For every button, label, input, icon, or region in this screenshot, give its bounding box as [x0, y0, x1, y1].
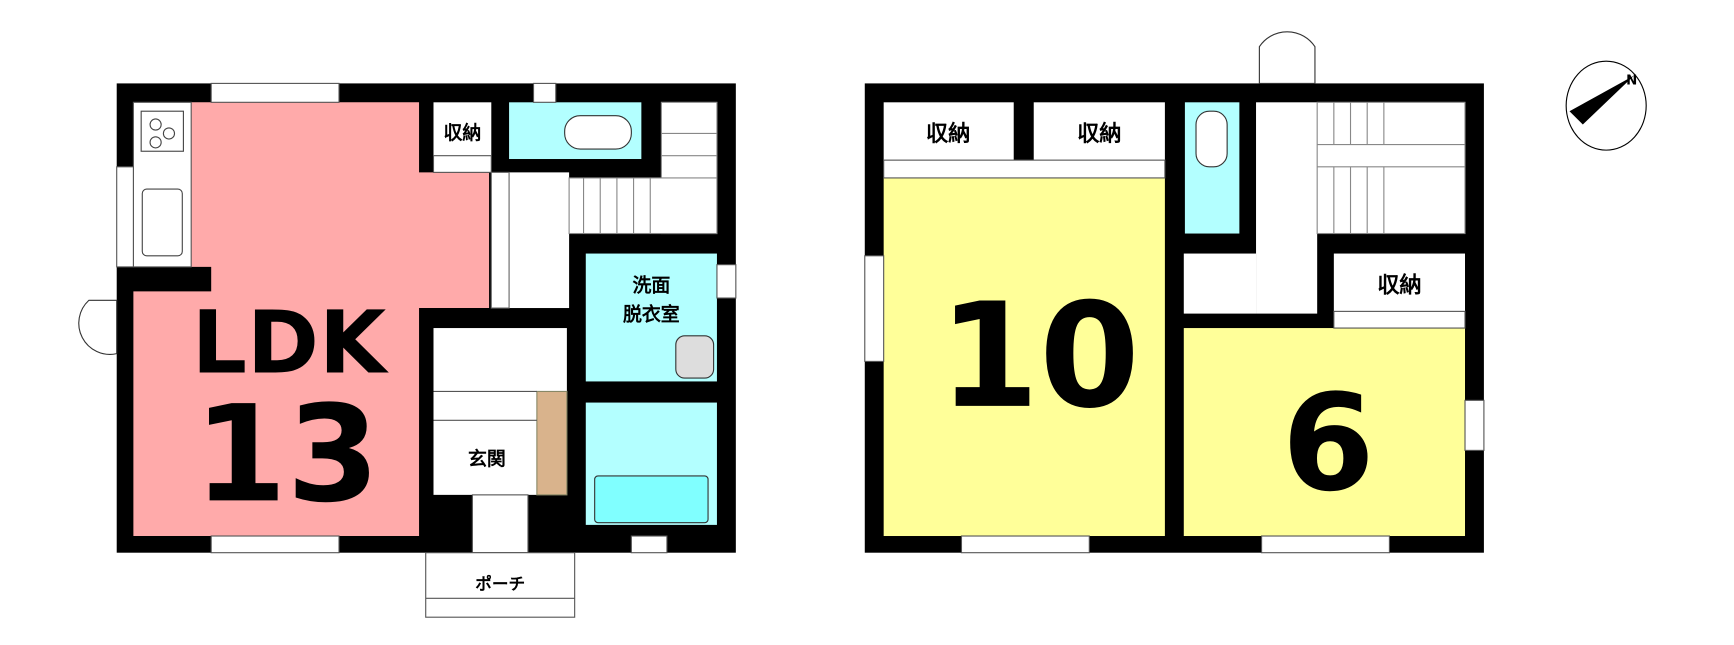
toilet-icon	[1195, 110, 1228, 168]
storage-label: 収納	[444, 121, 482, 144]
bedroom-6-size: 6	[1282, 366, 1375, 521]
washroom-label-1: 洗面	[632, 273, 670, 296]
compass-icon	[1565, 60, 1647, 151]
hallway	[1256, 102, 1318, 314]
storage-room	[1333, 253, 1466, 312]
window	[210, 535, 340, 554]
porch	[425, 552, 576, 618]
bedroom-6	[1183, 328, 1466, 537]
storage-label: 収納	[1377, 271, 1421, 298]
storage-label: 収納	[1077, 120, 1121, 147]
storage-room	[433, 102, 492, 156]
storage-label: 収納	[926, 120, 970, 147]
window	[960, 535, 1090, 554]
storage-room	[883, 102, 1014, 161]
window	[210, 82, 340, 103]
sink-icon	[141, 188, 183, 257]
compass: N	[1565, 60, 1647, 151]
stove-icon	[140, 110, 184, 152]
window	[1261, 535, 1390, 554]
floor-1: LDK 13 収納 洗面 脱衣室 玄関 ポーチ	[78, 82, 737, 618]
entrance-door	[471, 494, 529, 554]
bedroom-10	[883, 177, 1165, 537]
ldk-room	[133, 102, 490, 537]
entrance-label: 玄関	[468, 447, 506, 470]
balcony-door-icon	[1258, 31, 1316, 84]
window	[716, 264, 737, 299]
floor-2: 10 6 収納 収納 収納	[864, 31, 1485, 554]
window	[864, 255, 885, 362]
stairs	[1316, 101, 1466, 235]
hallway	[1183, 253, 1257, 314]
hallway	[509, 172, 570, 309]
bedroom-10-size: 10	[939, 273, 1140, 441]
shoe-cabinet	[536, 390, 568, 496]
porch-label: ポーチ	[475, 573, 525, 593]
ldk-size: 13	[194, 377, 380, 532]
storage-room	[1033, 102, 1165, 161]
ldk-label: LDK	[192, 294, 389, 394]
stairs	[568, 177, 718, 235]
window	[532, 82, 557, 103]
basin-icon	[675, 335, 715, 379]
washroom-label-2: 脱衣室	[623, 302, 680, 325]
compass-north: N	[1626, 74, 1637, 89]
door-icon	[78, 299, 118, 355]
bathtub-icon	[594, 475, 709, 524]
window	[1464, 399, 1485, 451]
window	[116, 166, 134, 268]
window	[630, 535, 668, 554]
toilet-icon	[564, 115, 632, 150]
